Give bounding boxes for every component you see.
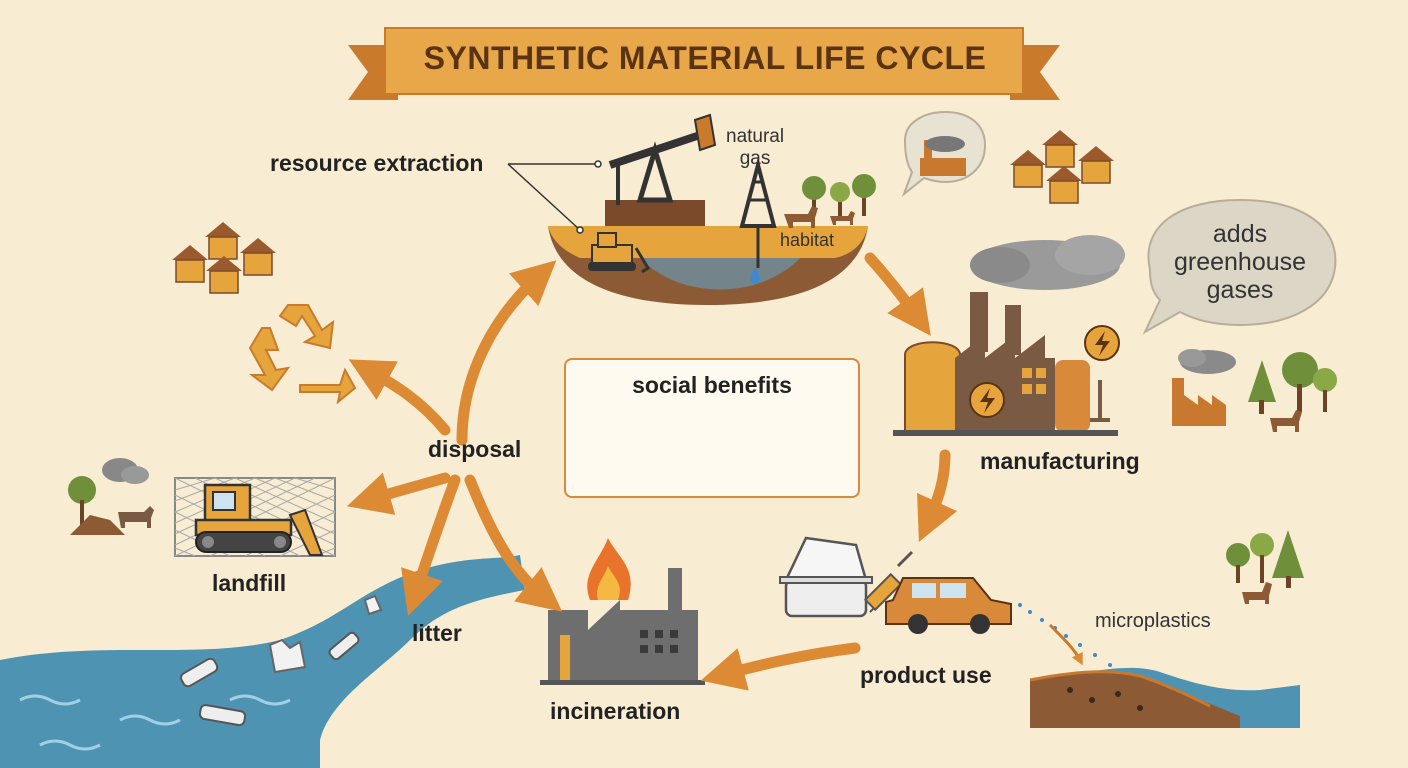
label-litter: litter <box>412 620 462 646</box>
social-benefits-box: social benefits <box>564 358 860 498</box>
greenhouse-bubble <box>1142 198 1337 335</box>
house-icon <box>172 130 1114 294</box>
factory-bubble <box>901 110 987 198</box>
microplastics-ground <box>1018 603 1300 728</box>
label-manufacturing: manufacturing <box>980 448 1140 474</box>
label-incineration: incineration <box>550 698 681 724</box>
label-habitat: habitat <box>780 230 835 250</box>
recycle-icon <box>248 304 357 405</box>
smoke-cloud-icon <box>102 349 1236 484</box>
label-natural-gas: natural gas <box>726 126 785 169</box>
factory-icon <box>540 568 705 685</box>
syringe-icon <box>863 550 914 613</box>
social-benefits-title: social benefits <box>632 372 792 398</box>
label-resource-extraction: resource extraction <box>270 150 484 176</box>
river <box>0 555 525 768</box>
lightning-icon <box>969 325 1120 418</box>
extraction-site <box>548 226 868 305</box>
gas-rig-icon <box>739 157 777 268</box>
tree-icon <box>802 174 876 218</box>
factory-icon <box>1172 378 1226 426</box>
tree-icon <box>68 352 1337 588</box>
factory-icon <box>893 235 1125 436</box>
label-disposal: disposal <box>428 436 522 462</box>
label-landfill: landfill <box>212 570 287 596</box>
food-container-icon <box>779 536 873 618</box>
bottle-icon <box>180 631 360 727</box>
oil-pump-icon <box>605 113 717 226</box>
microplastics-arrow <box>1048 623 1083 666</box>
title-banner <box>348 27 1060 100</box>
bulldozer-icon <box>194 483 324 556</box>
plastic-bag-icon <box>268 594 383 674</box>
animal-icon <box>118 410 1302 604</box>
page-title: SYNTHETIC MATERIAL LIFE CYCLE <box>423 40 987 76</box>
label-microplastics: microplastics <box>1095 610 1211 632</box>
car-icon <box>885 577 1012 634</box>
cycle-arrows <box>346 252 958 691</box>
animal-icon <box>784 206 855 228</box>
label-product-use: product use <box>860 662 992 688</box>
label-greenhouse-gases: adds greenhouse gases <box>1173 220 1307 304</box>
bulldozer-icon <box>588 232 651 274</box>
